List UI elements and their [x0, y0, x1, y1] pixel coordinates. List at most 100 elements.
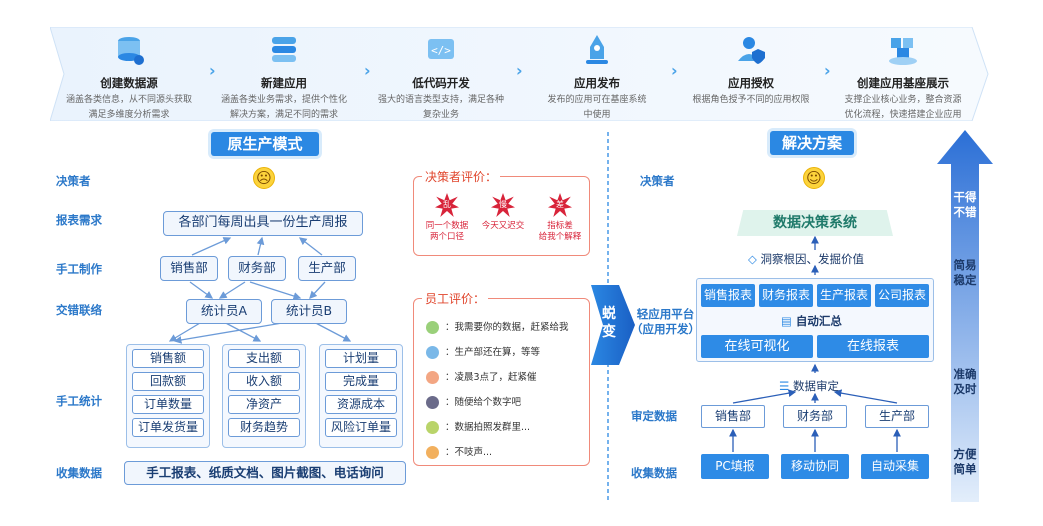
report-production: 生产报表 [817, 284, 871, 307]
step-publish: 应用发布 发布的应用可在基座系统 中使用 [522, 27, 672, 121]
stat-item: 财务趋势 [228, 418, 300, 437]
step-desc: 中使用 [583, 110, 611, 120]
clerk-a: 统计员A [186, 299, 262, 324]
avatar [426, 446, 439, 459]
clerk-b: 统计员B [271, 299, 347, 324]
staff-comment: ：数据拍照发群里... [426, 419, 530, 434]
dept-finance: 财务部 [228, 256, 286, 281]
light-app-platform: 销售报表 财务报表 生产报表 公司报表 ▤ 自动汇总 在线可视化 在线报表 [696, 278, 934, 362]
row-label-collect: 收集数据 [56, 466, 102, 480]
row-label-platform: 轻应用平台（应用开发） [631, 307, 700, 336]
staff-eval-panel: 员工评价： ：我需要你的数据，赶紧给我 ：生产部还在算，等等 ：凌晨3点了，赶紧… [413, 290, 590, 466]
row-label-report: 报表需求 [56, 213, 102, 227]
row-label-collect-right: 收集数据 [631, 466, 677, 480]
eval-item-poor: 差 指标差 给我个解释 [534, 193, 586, 243]
stat-item: 支出额 [228, 349, 300, 368]
chevron-right-icon: › [364, 61, 371, 80]
transform-arrow-icon [591, 285, 635, 365]
avatar [426, 396, 439, 409]
step-desc: 发布的应用可在基座系统 [547, 95, 647, 105]
arrow-label-accurate: 准确及时 [953, 367, 977, 396]
step-desc: 解决方案，满足不同的需求 [229, 110, 338, 120]
step-create-datasource: 创建数据源 涵盖各类信息，从不同源头获取 满足多维度分析需求 [54, 27, 204, 121]
avatar [426, 346, 439, 359]
step-desc: 支撑企业核心业务，整合资源 [844, 95, 962, 105]
source-pc-fill: PC填报 [701, 454, 769, 479]
stat-item: 资源成本 [325, 395, 397, 414]
platform-icon [886, 33, 920, 67]
diamond-icon: ◇ [748, 252, 757, 266]
step-title: 新建应用 [261, 76, 307, 90]
chevron-right-icon: › [671, 61, 678, 80]
online-report: 在线报表 [817, 335, 929, 358]
chevron-right-icon: › [516, 61, 523, 80]
eval-caption: 今天又迟交 [481, 221, 525, 231]
stat-item: 销售额 [132, 349, 204, 368]
database-icon [112, 33, 146, 67]
stat-item: 收入额 [228, 372, 300, 391]
arrow-label-good: 干得不错 [953, 190, 977, 219]
step-title: 应用授权 [728, 76, 774, 90]
step-title: 低代码开发 [412, 76, 470, 90]
staff-comment: ：随便给个数字吧 [426, 394, 521, 409]
row-label-decision: 决策者 [56, 174, 91, 188]
transform-label: 蜕变 [602, 306, 616, 340]
step-title: 应用发布 [574, 76, 620, 90]
stat-item: 回款额 [132, 372, 204, 391]
staff-eval-title: 员工评价： [422, 290, 489, 307]
step-authorize: 应用授权 根据角色授予不同的应用权限 [676, 27, 826, 109]
stat-item: 完成量 [325, 372, 397, 391]
avatar [426, 421, 439, 434]
step-desc: 涵盖各类信息，从不同源头获取 [65, 95, 192, 105]
server-stack-icon [267, 33, 301, 67]
row-label-manual: 手工制作 [56, 262, 102, 276]
section-heading-original: 原生产模式 [211, 132, 319, 156]
stat-item: 风险订单量 [325, 418, 397, 437]
source-mobile: 移动协同 [781, 454, 849, 479]
verify-dept-production: 生产部 [865, 405, 929, 428]
arrow-label-stable: 简易稳定 [953, 258, 977, 287]
report-finance: 财务报表 [759, 284, 813, 307]
staff-comment: ：生产部还在算，等等 [426, 344, 540, 359]
eval-caption: 两个口径 [429, 232, 464, 242]
report-need-box: 各部门每周出具一份生产周报 [163, 211, 363, 236]
step-desc: 根据角色授予不同的应用权限 [692, 95, 810, 105]
avatar [426, 321, 439, 334]
burst-icon: 差 [548, 193, 572, 217]
step-desc: 优化流程，快速搭建企业应用 [844, 110, 962, 120]
eval-caption: 同一个数据 [425, 221, 469, 231]
svg-text:</>: </> [431, 44, 451, 57]
dept-sales: 销售部 [160, 256, 218, 281]
happy-face-icon: ☺ [803, 167, 825, 189]
up-arrow-icon [937, 130, 993, 502]
dept-production: 生产部 [298, 256, 356, 281]
verify-dept-finance: 财务部 [783, 405, 847, 428]
document-icon: ▤ [781, 314, 792, 328]
row-label-verify: 审定数据 [631, 409, 677, 423]
stat-item: 订单数量 [132, 395, 204, 414]
step-title: 创建应用基座展示 [857, 76, 949, 90]
data-audit: ☰ 数据审定 [779, 379, 839, 393]
burst-icon: 慢 [491, 193, 515, 217]
burst-icon: 乱 [435, 193, 459, 217]
eval-caption: 指标差 [547, 221, 573, 231]
staff-comment: ：不吱声... [426, 444, 492, 459]
eval-item-chaotic: 乱 同一个数据 两个口径 [422, 193, 472, 243]
search-list-icon: ☰ [779, 379, 790, 393]
auto-summary: ▤ 自动汇总 [781, 314, 842, 328]
step-platform: 创建应用基座展示 支撑企业核心业务，整合资源 优化流程，快速搭建企业应用 [828, 27, 978, 121]
step-desc: 满足多维度分析需求 [88, 110, 170, 120]
online-visualization: 在线可视化 [701, 335, 813, 358]
stats-group-finance: 支出额 收入额 净资产 财务趋势 [222, 344, 306, 448]
step-new-app: 新建应用 涵盖各类业务需求，提供个性化 解决方案，满足不同的需求 [209, 27, 359, 121]
chevron-right-icon: › [209, 61, 216, 80]
collect-methods-box: 手工报表、纸质文档、图片截图、电话询问 [124, 461, 406, 485]
section-heading-solution: 解决方案 [770, 131, 854, 155]
eval-item-slow: 慢 今天又迟交 [476, 193, 530, 232]
decision-system-box: 数据决策系统 [737, 210, 893, 236]
stats-group-production: 计划量 完成量 资源成本 风险订单量 [319, 344, 403, 448]
step-desc: 复杂业务 [422, 110, 459, 120]
decision-eval-title: 决策者评价： [422, 168, 501, 185]
report-sales: 销售报表 [701, 284, 755, 307]
rocket-icon [580, 33, 614, 67]
